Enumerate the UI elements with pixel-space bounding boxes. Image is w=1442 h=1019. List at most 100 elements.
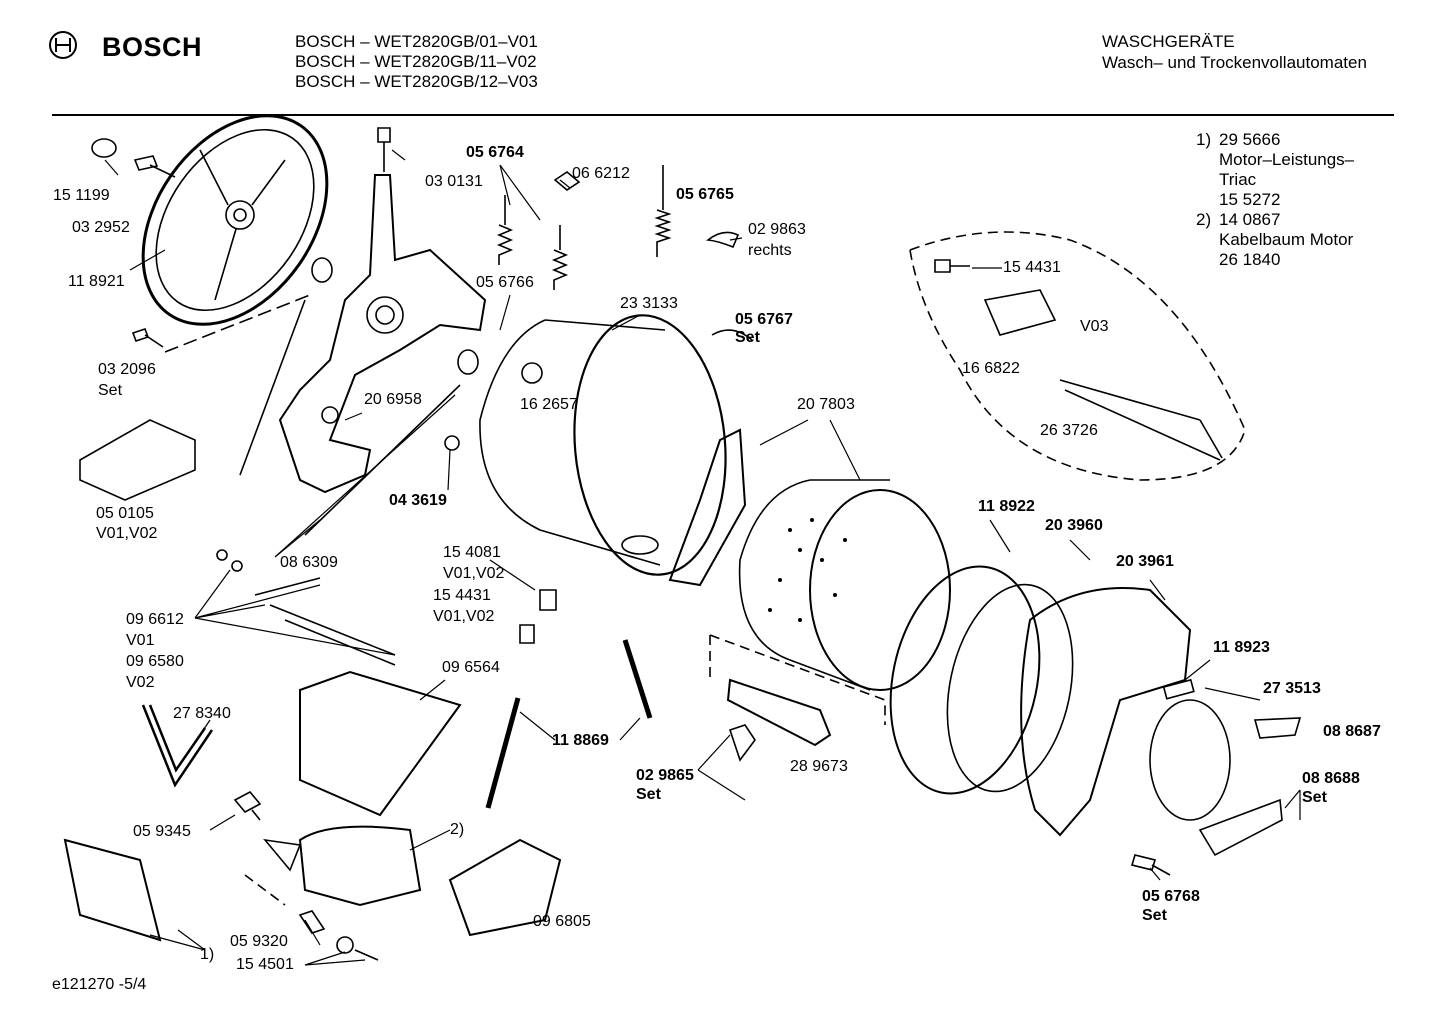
drawing-code: e121270 -5/4 <box>52 976 147 993</box>
drive-motor <box>263 825 422 907</box>
bushing-059320 <box>298 910 326 934</box>
model-line-2: BOSCH – WET2820GB/11–V02 <box>295 52 537 71</box>
part-label: 15 4501 <box>236 956 294 973</box>
spring-right <box>654 165 672 257</box>
part-label: 27 3513 <box>1263 680 1321 697</box>
handle-088687 <box>1253 717 1302 739</box>
hinge-273513 <box>1162 678 1195 700</box>
part-variant: V01 <box>126 632 155 649</box>
shock-absorber-right <box>622 639 653 719</box>
seal-203960 <box>946 583 1074 793</box>
part-label: 05 9320 <box>230 933 288 950</box>
note-2-number: 2) <box>1196 210 1212 229</box>
part-label: 08 6309 <box>280 554 338 571</box>
clip-056767 <box>711 329 753 341</box>
door-ring <box>1149 699 1231 821</box>
sensor-154081 <box>539 589 557 611</box>
part-label-set: Set <box>98 382 123 399</box>
part-label-set: Set <box>1142 907 1167 924</box>
part-variant: V01,V02 <box>96 525 158 542</box>
part-label: 11 8921 <box>68 273 125 290</box>
part-label: 16 6822 <box>962 360 1020 377</box>
part-label: 09 6580 <box>126 653 184 670</box>
v03-group-outline <box>909 231 1246 481</box>
note-1-number: 1) <box>1196 130 1212 149</box>
clip-066212 <box>553 171 581 191</box>
part-label-set: Set <box>636 786 661 803</box>
part-label: 02 9863 <box>748 221 806 238</box>
part-label-set: Set <box>1302 789 1327 806</box>
part-variant: rechts <box>748 242 792 259</box>
part-label: 20 3961 <box>1116 553 1174 570</box>
part-label: 26 3726 <box>1040 422 1098 439</box>
footnote-ref-1: 1) <box>200 946 215 963</box>
motor-cover <box>299 670 462 817</box>
screw-056768 <box>1130 854 1171 876</box>
part-label: 28 9673 <box>790 758 848 775</box>
seal-118922 <box>889 565 1041 795</box>
pulley-wheel <box>141 114 329 326</box>
bearing-bracket <box>278 174 487 494</box>
part-label: 08 8687 <box>1323 723 1381 740</box>
variant-label: V03 <box>1080 318 1109 335</box>
part-label: 15 1199 <box>53 187 110 204</box>
bearing-ring <box>311 257 333 283</box>
part-label: 16 2657 <box>520 396 578 413</box>
sensor-154431 <box>519 624 535 644</box>
heater-289673 <box>726 678 832 747</box>
part-label: 05 0105 <box>96 505 154 522</box>
part-label: 04 3619 <box>389 492 447 509</box>
model-line-3: BOSCH – WET2820GB/12–V03 <box>295 72 538 91</box>
drive-belt <box>141 704 214 788</box>
part-label: 06 6212 <box>572 165 630 182</box>
part-label: 15 4431 <box>433 587 491 604</box>
note-1-desc: Motor–Leistungs– <box>1219 150 1355 169</box>
part-029865 <box>728 724 756 762</box>
bearing-ring-2 <box>457 349 479 375</box>
spring-left <box>496 195 514 265</box>
category-title: WASCHGERÄTE <box>1102 32 1235 51</box>
part-label: 15 4431 <box>1003 259 1061 276</box>
part-label: 05 6766 <box>476 274 534 291</box>
bolt-059345 <box>233 790 262 821</box>
connector-154431 <box>934 259 970 273</box>
part-label: 03 2952 <box>72 219 130 236</box>
part-label: 05 6768 <box>1142 888 1200 905</box>
part-label: 11 8869 <box>552 732 609 749</box>
part-label: 09 6805 <box>533 913 591 930</box>
part-variant: V01,V02 <box>443 565 505 582</box>
washer-tub <box>479 314 727 576</box>
strip-088688 <box>1198 798 1283 857</box>
wire-harness <box>448 838 562 937</box>
screw-032096 <box>131 327 164 348</box>
bosch-logo-icon <box>49 31 77 59</box>
category-subtitle: Wasch– und Trockenvollautomaten <box>1102 53 1367 72</box>
perforated-drum <box>738 479 951 691</box>
part-label: 20 6958 <box>364 391 422 408</box>
triac-board <box>63 838 162 942</box>
header-rule <box>52 114 1394 116</box>
note-1-part-2: 15 5272 <box>1219 190 1281 209</box>
part-label: 11 8922 <box>978 498 1035 515</box>
part-label: 20 7803 <box>797 396 855 413</box>
part-label: 11 8923 <box>1213 639 1270 656</box>
bushing-ring <box>91 138 117 158</box>
part-label: 15 4081 <box>443 544 501 561</box>
part-label: 05 6767 <box>735 311 793 328</box>
part-variant: V01,V02 <box>433 608 495 625</box>
spring-mid <box>551 225 569 290</box>
footnote-ref-2: 2) <box>450 821 465 838</box>
shock-absorber-left <box>485 697 521 809</box>
washer-154501 <box>336 936 354 954</box>
front-panel-203961 <box>1020 587 1192 837</box>
bolt-032952 <box>133 155 176 178</box>
note-2-desc: Kabelbaum Motor <box>1219 230 1354 249</box>
model-line-1: BOSCH – WET2820GB/01–V01 <box>295 32 538 51</box>
part-label: 08 8688 <box>1302 770 1360 787</box>
part-label: 05 6764 <box>466 144 524 161</box>
heater-263726 <box>1059 379 1223 461</box>
bolt-030131 <box>377 127 391 172</box>
heater-096612 <box>254 577 396 666</box>
note-1-desc-2: Triac <box>1219 170 1257 189</box>
